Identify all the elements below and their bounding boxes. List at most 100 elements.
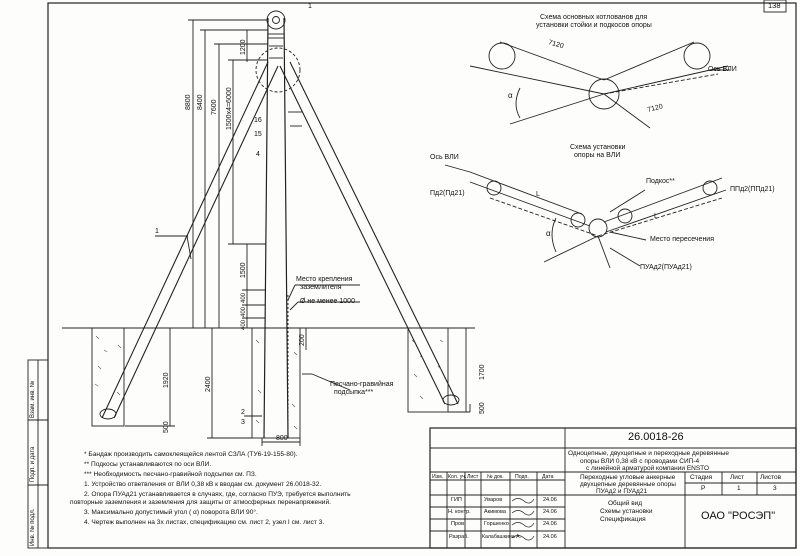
col-list: Лист [467, 474, 479, 480]
dim-7600: 7600 [211, 99, 218, 115]
anchor-circle-5 [702, 180, 718, 196]
marker-15: 15 [254, 131, 262, 138]
sheets-header: Листов [760, 474, 782, 481]
dim-800: 800 [276, 435, 288, 442]
scheme-install-title: Схема установки [570, 144, 626, 151]
length-L-left: L [536, 191, 540, 198]
pole-right-edge [283, 17, 289, 439]
anchor-circle-2 [570, 212, 586, 228]
view-line-2: Схемы установки [600, 508, 653, 515]
subtitle-line-1: Переходные угловые анкерные [580, 474, 676, 481]
sheet-value: 1 [737, 485, 741, 492]
label-ppd2: ППд2(ППд21) [730, 186, 775, 193]
marker-1-top: 1 [308, 3, 312, 10]
marker-4: 4 [256, 151, 260, 158]
strut-right-outer [289, 61, 459, 405]
dim-8800: 8800 [185, 94, 192, 110]
anchor-circle-4 [617, 208, 633, 224]
pole-top-circle [266, 10, 286, 30]
stamp-inv-no: Инв. № подл. [30, 508, 36, 546]
role-razrab: Разраб. [449, 534, 469, 540]
dim-1700: 1700 [479, 364, 486, 380]
label-axis-vli-top: Ось ВЛИ [708, 66, 737, 73]
page-number: 138 [768, 1, 781, 10]
label-pd2: Пд2(Пд21) [430, 190, 465, 197]
view-line-3: Спецификация [600, 516, 646, 523]
clamp-circle [255, 47, 301, 93]
sheet-header: Лист [730, 474, 745, 481]
note-line: ** Подкосы устанавливаются по оси ВЛИ. [84, 461, 212, 468]
dim-7120-left: 7120 [547, 39, 564, 50]
title-line-3: с линейной арматурой компании ENSTO [586, 465, 710, 472]
length-L-right: L [654, 213, 658, 220]
marker-16: 16 [254, 117, 262, 124]
scheme-install-title-2: опоры на ВЛИ [574, 152, 621, 159]
dim-1500: 1500 [240, 262, 247, 278]
name-ncontr: Акимова [484, 509, 506, 515]
subtitle-line-2: двухцепные деревянные опоры [580, 481, 676, 488]
label-earthing-place: Место крепления [296, 276, 353, 283]
pit-circle-right [683, 42, 711, 70]
label-podkos: Подкос** [646, 178, 675, 185]
pit-circle-left [488, 42, 516, 70]
name-gip: Уваров [484, 497, 503, 503]
dim-1200: 1200 [240, 39, 247, 55]
pit-left [91, 327, 125, 427]
col-kol: Кол. уч. [448, 474, 467, 480]
dim-200: 200 [299, 334, 306, 346]
dim-500a: 500 [163, 421, 170, 433]
stage-value: Р [701, 485, 706, 492]
note-line: 1. Устройство ответвления от ВЛИ 0,38 кВ… [84, 481, 322, 488]
doc-code: 26.0018-26 [628, 431, 684, 443]
note-line: *** Необходимость песчано-гравийной подс… [84, 471, 257, 478]
label-earthing-place-2: заземлителя [300, 284, 342, 291]
marker-2: 2 [241, 409, 245, 416]
label-sand-gravel-2: подсыпка*** [334, 389, 374, 396]
alpha-top: α [508, 91, 513, 100]
col-izm: Изм. [432, 474, 444, 480]
note-line: 4. Чертеж выполнен на 3х листах, специфи… [84, 519, 325, 526]
name-prov: Горшенко [484, 521, 509, 527]
title-block [429, 427, 797, 549]
strut-right-inner [279, 65, 446, 405]
label-intersection: Место пересечения [650, 236, 715, 243]
stamp-sign-date: Подп. и дата [30, 446, 36, 482]
pit-circle-center [588, 78, 620, 110]
note-line: 2. Опора ПУАд21 устанавливается в случая… [84, 491, 351, 498]
note-line: повторные заземления и заземления для за… [70, 499, 331, 506]
role-gip: ГИП [451, 497, 462, 503]
view-line-1: Общий вид [608, 500, 643, 507]
role-prov: Пров. [451, 521, 466, 527]
scheme-pits-title-2: установки стойки и подкосов опоры [536, 22, 652, 29]
dim-500b: 500 [479, 402, 486, 414]
dim-400c: 400 [241, 319, 247, 330]
date-gip: 24.06 [543, 497, 557, 503]
dim-400a: 400 [241, 292, 247, 303]
note-line: 3. Максимально допустимый угол ( α) пово… [84, 509, 258, 516]
dim-1920: 1920 [163, 372, 170, 388]
label-min-diameter: Ø не менее 1000 [300, 298, 355, 305]
pit-right [407, 327, 449, 413]
scheme-pits-title: Схема основных котлованов для [540, 14, 648, 21]
label-puad2: ПУАд2(ПУАд21) [640, 264, 692, 271]
strut-left-outer [101, 61, 269, 419]
alpha-bottom: α [546, 229, 551, 238]
subtitle-line-3: ПУАд2 и ПУАд21 [596, 488, 648, 495]
note-line: * Бандаж производить самоклеящейся ленто… [84, 451, 298, 458]
label-axis-vli-bottom: Ось ВЛИ [430, 154, 459, 161]
date-prov: 24.06 [543, 521, 557, 527]
col-data: Дата [542, 474, 554, 480]
title-line-1: Одноцепные, двухцепные и переходные дере… [568, 450, 730, 457]
col-doc: № док. [487, 474, 504, 480]
strut-left-inner [113, 65, 279, 419]
col-podp: Подп. [515, 474, 529, 480]
dim-7120-right: 7120 [647, 103, 664, 114]
label-sand-gravel: Песчано-гравийная [330, 381, 394, 388]
name-razrab: Калабашкина А. [482, 534, 521, 540]
date-ncontr: 24.06 [543, 509, 557, 515]
sheet-frame [47, 2, 797, 549]
dim-8400: 8400 [197, 94, 204, 110]
stage-header: Стадия [690, 474, 713, 481]
